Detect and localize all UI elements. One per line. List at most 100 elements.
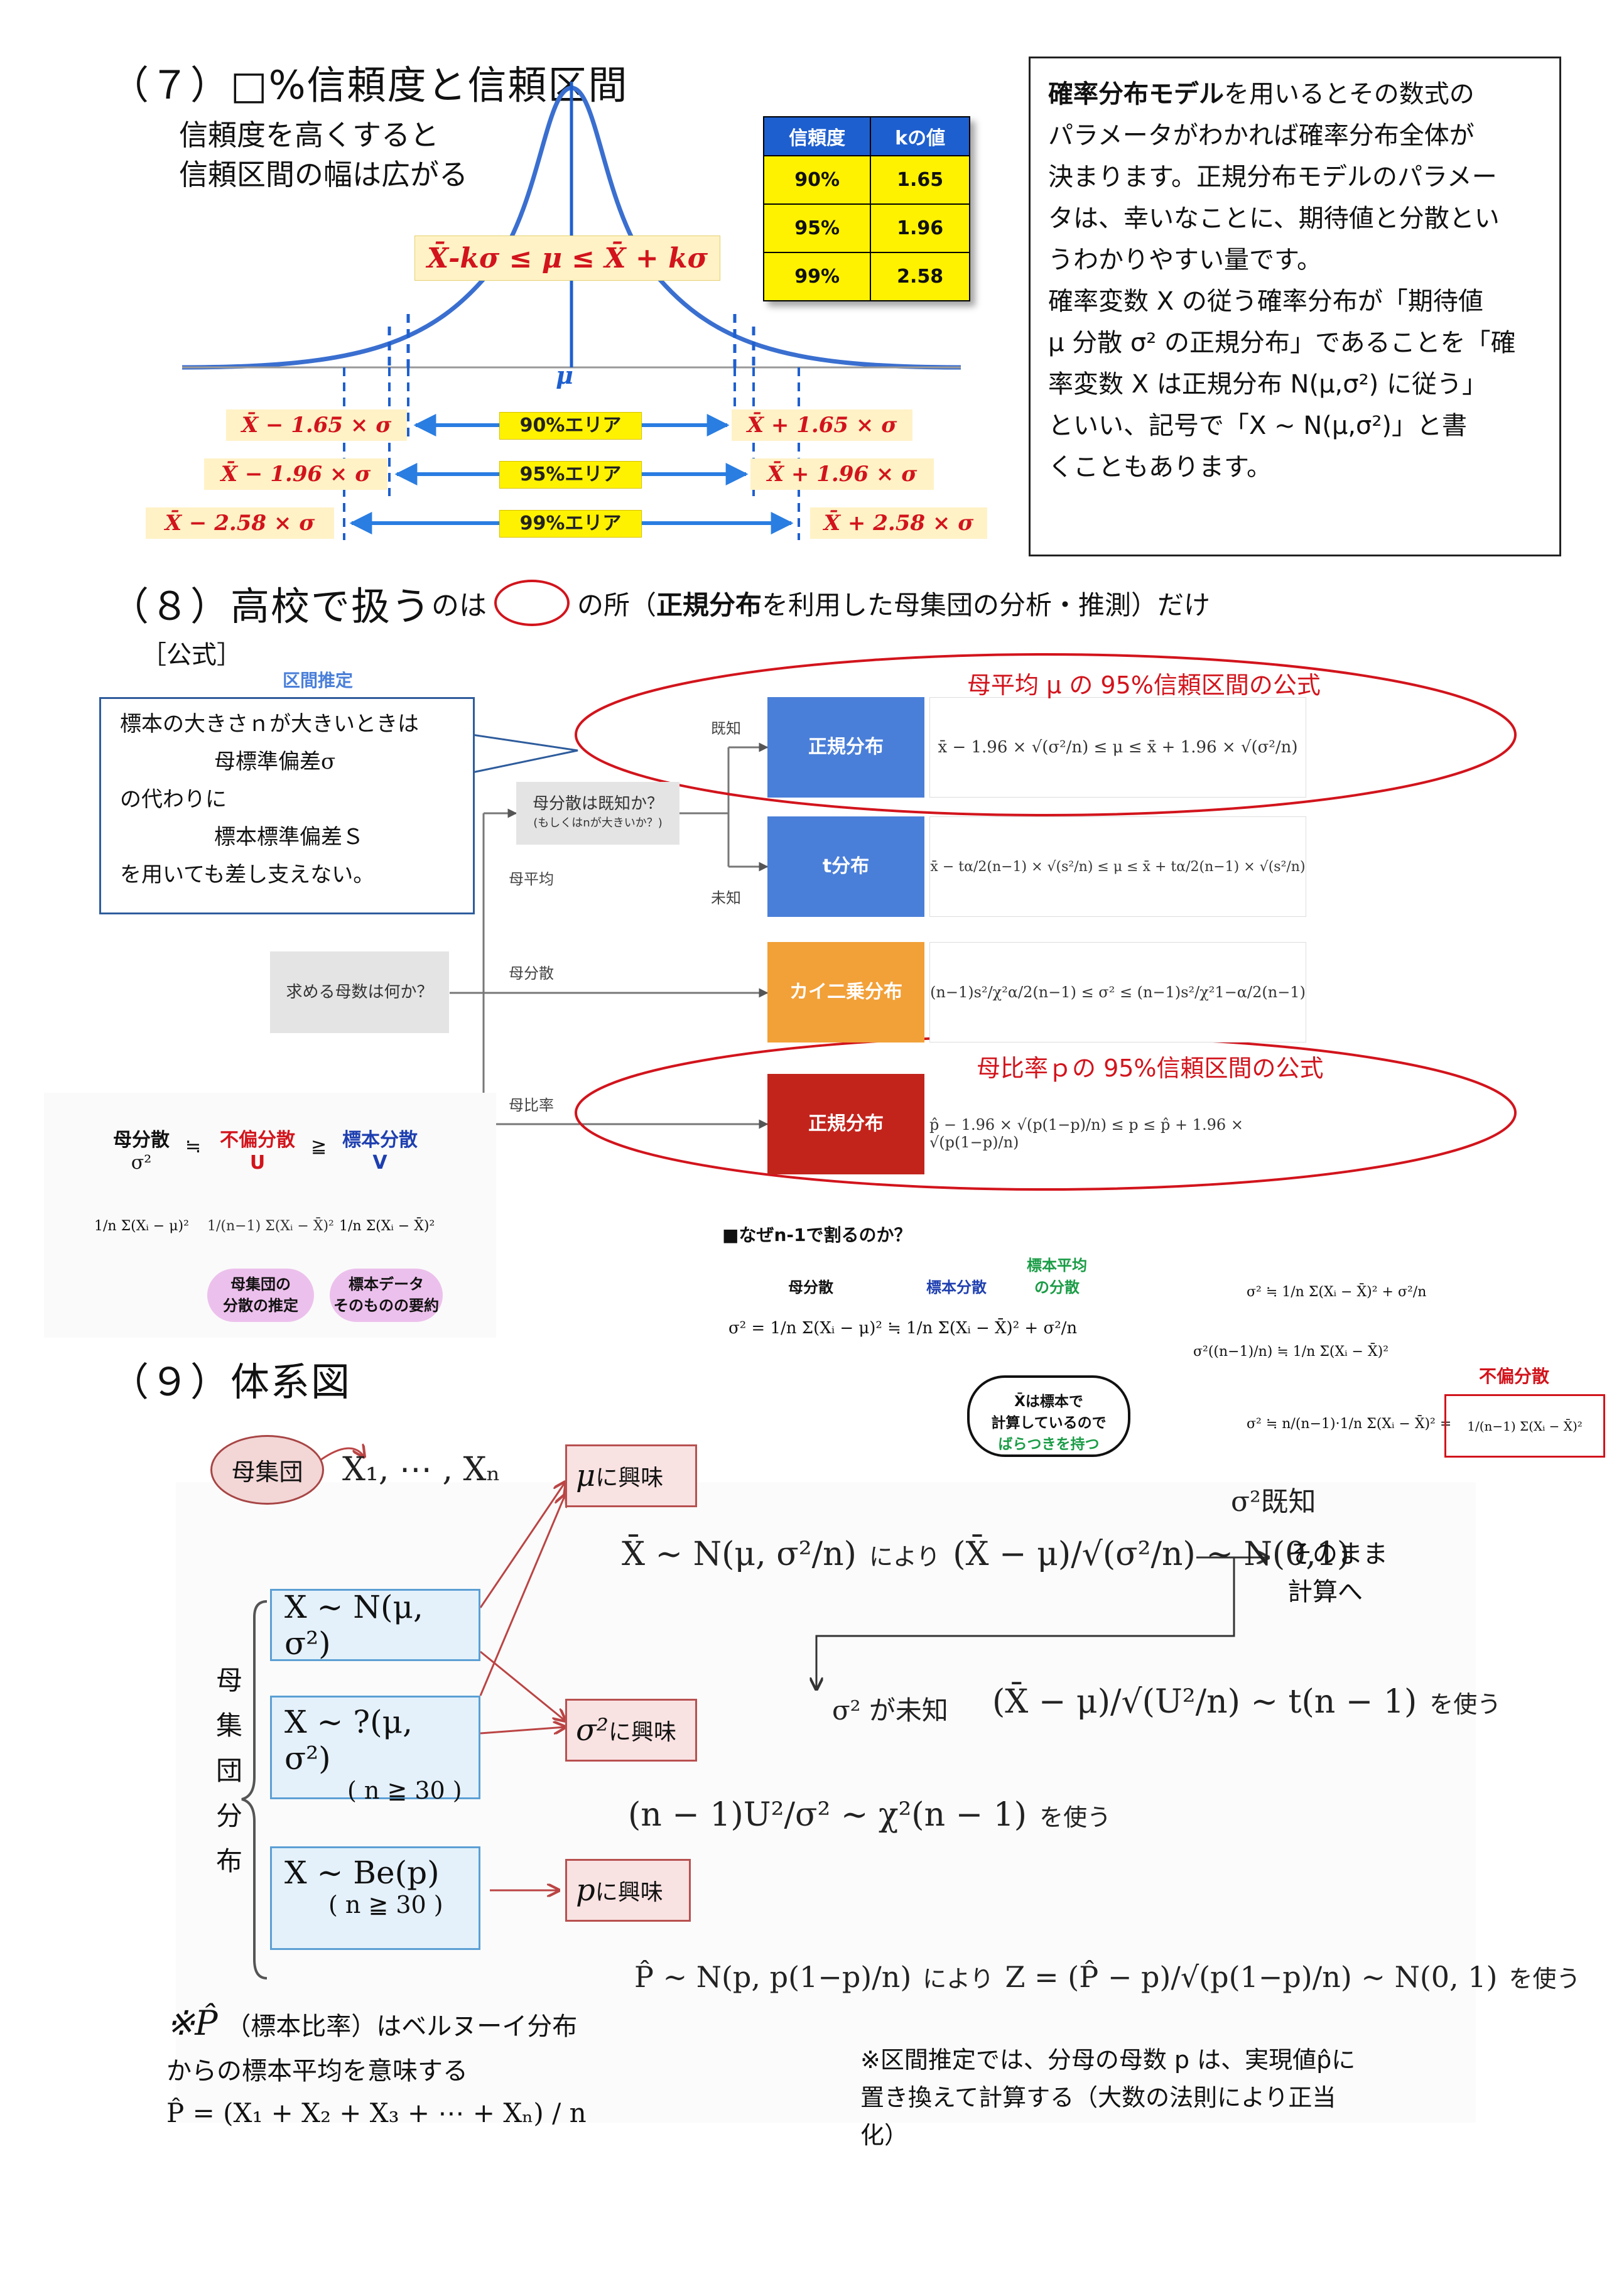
interest-mu-symbol: μ — [576, 1458, 596, 1493]
approx-symbol: ≒ — [185, 1135, 202, 1157]
mu-equation-yori: により — [869, 1542, 941, 1571]
sample-variance-formula: 1/n Σ(Xᵢ − X̄)² — [339, 1218, 435, 1234]
upper-bound-99: X̄ + 2.58 × σ — [810, 507, 987, 539]
unbiased-variance-symbol: U — [249, 1152, 266, 1174]
why-sample-variance: 標本分散 — [926, 1279, 987, 1296]
table-cell: 2.58 — [870, 252, 970, 301]
pop-variance-formula: 1/n Σ(Xᵢ − μ)² — [94, 1218, 189, 1234]
formula-variance: (n−1)s²/χ²α/2(n−1) ≤ σ² ≤ (n−1)s²/χ²1−α/… — [929, 942, 1306, 1042]
table-header: kの値 — [870, 116, 970, 156]
t-equation: (X̄ − μ)/√(U²/n) ∼ t(n − 1) を使う — [992, 1683, 1501, 1721]
interval-formula: X̄-kσ ≤ μ ≤ X̄ + kσ — [426, 242, 708, 274]
label-mean: 母平均 — [509, 870, 554, 888]
why-mean-variance: 標本平均 の分散 — [1027, 1253, 1087, 1297]
pop-variance-symbol: σ² — [131, 1152, 152, 1174]
table-row: 99% 2.58 — [762, 252, 970, 301]
table-header-row: 信頼度 kの値 — [762, 116, 970, 156]
interest-mu-text: に興味 — [595, 1465, 664, 1491]
formula-mean-known: x̄ − 1.96 × √(σ²/n) ≤ μ ≤ x̄ + 1.96 × √(… — [929, 697, 1306, 798]
dist-bernoulli-cond: ( n ≧ 30 ) — [328, 1891, 443, 1919]
sigma-known-label: σ²既知 — [1231, 1486, 1316, 1518]
explain-line: μ 分散 σ² の正規分布」であることを「確 — [1048, 328, 1516, 357]
t-dist-box: t分布 — [767, 816, 924, 917]
s7-heading: （７）□%信頼度と信頼区間 — [110, 62, 629, 108]
explain-line: タは、幸いなことに、期待値と分散とい — [1048, 204, 1500, 233]
chi-equation: (n − 1)U²/σ² ∼ χ²(n − 1) を使う — [628, 1796, 1111, 1834]
ask-variance-subtext: (もしくはnが大きいか？) — [533, 816, 663, 830]
label-known: 既知 — [711, 720, 741, 737]
t-equation-part: (X̄ − μ)/√(U²/n) ∼ t(n − 1) — [992, 1683, 1417, 1721]
vertical-label: 母 集 団 分 布 — [210, 1658, 248, 1884]
estimate-title: 区間推定 — [283, 670, 354, 691]
note-phat: ※P̂ （標本比率）はベルヌーイ分布 — [166, 2003, 577, 2043]
why-eq-3: σ² ≒ n/(n−1)·1/n Σ(Xᵢ − X̄)² = — [1247, 1416, 1452, 1432]
dist-bernoulli-text: X ∼ Be(p) — [284, 1855, 440, 1891]
callout-line: の代わりに — [120, 787, 227, 812]
sample-variance-label: 標本分散 — [342, 1129, 418, 1151]
explain-line: パラメータがわかれば確率分布全体が — [1048, 121, 1475, 150]
explain-line: 確率変数 X の従う確率分布が「期待値 — [1048, 287, 1483, 316]
mu-equation: X̄ ∼ N(μ, σ²/n) により (X̄ − μ)/√(σ²/n) ∼ N… — [622, 1535, 1350, 1573]
chi-equation-part: (n − 1)U²/σ² ∼ χ²(n − 1) — [628, 1796, 1027, 1834]
vertical-char: 布 — [215, 1846, 242, 1876]
as-is-line: そのまま — [1287, 1540, 1388, 1569]
summary-oval-line: そのものの要約 — [333, 1297, 439, 1314]
interest-sigma-text: に興味 — [609, 1719, 677, 1745]
dist-bernoulli-box: X ∼ Be(p) ( n ≧ 30 ) — [270, 1846, 480, 1950]
note-interval-line: 化） — [860, 2121, 909, 2149]
estimate-oval-line: 分散の推定 — [223, 1297, 298, 1314]
explain-line: 率変数 X は正規分布 N(μ,σ²) に従う」 — [1048, 370, 1487, 399]
s9-heading: （９）体系図 — [110, 1359, 352, 1405]
mu-label: μ — [556, 361, 573, 389]
upper-bound-90: X̄ + 1.65 × σ — [732, 409, 912, 441]
as-is-note: そのまま 計算へ — [1287, 1535, 1388, 1611]
lower-bound-95: X̄ − 1.96 × σ — [204, 458, 387, 490]
table-cell: 99% — [762, 252, 872, 301]
pop-variance-label: 母分散 — [113, 1129, 170, 1151]
table-cell: 1.96 — [870, 203, 970, 253]
note-phat-text: （標本比率）はベルヌーイ分布 — [225, 2012, 578, 2041]
callout-tail — [472, 734, 578, 774]
estimate-oval: 母集団の 分散の推定 — [207, 1269, 314, 1322]
lower-bound-99: X̄ − 2.58 × σ — [146, 507, 334, 539]
formula-mean-unknown: x̄ − tα/2(n−1) × √(s²/n) ≤ μ ≤ x̄ + tα/2… — [929, 816, 1306, 917]
confidence-table: 信頼度 kの値 90% 1.65 95% 1.96 99% 2.58 — [762, 116, 970, 301]
explain-line: うわかりやすい量です。 — [1048, 246, 1322, 274]
why-unbiased-box: 1/(n−1) Σ(Xᵢ − X̄)² — [1444, 1394, 1605, 1458]
why-title: ■なぜn-1で割るのか？ — [722, 1225, 912, 1245]
interest-mu-box: μ に興味 — [565, 1444, 697, 1507]
oval-caption-mean: 母平均 μ の 95%信頼区間の公式 — [967, 671, 1321, 699]
dist-unknown-text: X ∼ ?(μ, σ²) — [284, 1704, 413, 1777]
label-ratio: 母比率 — [509, 1097, 554, 1114]
sample-list: X₁, ⋯ , Xₙ — [342, 1451, 501, 1488]
note-interval-line: 置き換えて計算する（大数の法則により正当 — [860, 2084, 1336, 2111]
table-header: 信頼度 — [762, 116, 872, 156]
why-unbiased-label: 不偏分散 — [1479, 1366, 1550, 1387]
population-oval: 母集団 — [210, 1435, 324, 1505]
p-equation-part: Z = (P̂ − p)/√(p(1−p)/n) ∼ N(0, 1) — [1005, 1959, 1498, 1994]
red-circle-icon — [494, 580, 570, 626]
table-cell: 90% — [762, 155, 872, 205]
unbiased-variance-header: 不偏分散 U — [210, 1124, 305, 1174]
why-bubble: X̄は標本で 計算しているので ばらつきを持つ — [967, 1375, 1130, 1457]
p-equation-use: を使う — [1508, 1965, 1581, 1993]
explain-line: といい、記号で「X ~ N(μ,σ²)」と書 — [1048, 411, 1468, 440]
interest-sigma-symbol: σ² — [576, 1713, 609, 1748]
s8-heading-b: のは — [431, 590, 487, 622]
formula-label: ［公式］ — [141, 641, 242, 669]
s8-heading-a: （８）高校で扱う — [110, 583, 432, 629]
why-eq-1: σ² ≒ 1/n Σ(Xᵢ − X̄)² + σ²/n — [1247, 1284, 1427, 1300]
note-interval-line: ※区間推定では、分母の母数 p は、実現値p̂に — [860, 2046, 1356, 2074]
lower-bound-90: X̄ − 1.65 × σ — [226, 409, 407, 441]
area-label-99: 99%エリア — [499, 510, 642, 538]
ask-variance-box: 母分散は既知か？ (もしくはnが大きいか？) — [516, 782, 679, 845]
normal-dist-box-2: 正規分布 — [767, 1074, 924, 1174]
note-phat-equation: P̂ = (X₁ + X₂ + X₃ + ⋯ + Xₙ) / n — [166, 2098, 587, 2128]
ask-variance-text: 母分散は既知か？ — [532, 794, 663, 813]
geq-symbol: ≧ — [311, 1135, 327, 1157]
vertical-char: 集 — [215, 1710, 242, 1741]
sample-size-callout: 標本の大きさｎが大きいときは 母標準偏差σ の代わりに 標本標準偏差Ｓ を用いて… — [99, 697, 475, 914]
upper-bound-95: X̄ + 1.96 × σ — [750, 458, 934, 490]
t-equation-use: を使う — [1429, 1690, 1502, 1718]
interest-p-text: に興味 — [595, 1880, 663, 1905]
